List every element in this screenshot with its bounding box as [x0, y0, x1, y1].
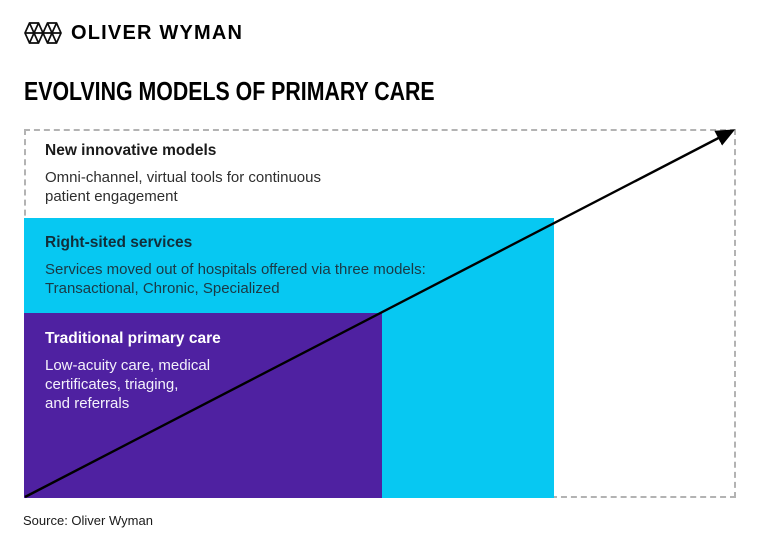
layer-heading: Traditional primary care: [45, 330, 221, 347]
traditional-primary-care-label: Traditional primary care Low-acuity care…: [45, 330, 221, 413]
layer-body-line: Services moved out of hospitals offered …: [45, 261, 426, 278]
page-title: EVOLVING MODELS OF PRIMARY CARE: [24, 76, 435, 106]
layer-body-line: Omni-channel, virtual tools for continuo…: [45, 169, 321, 186]
logo-text: OLIVER WYMAN: [71, 21, 244, 44]
layer-body-line: patient engagement: [45, 188, 178, 205]
innovative-models-label: New innovative models Omni-channel, virt…: [45, 142, 321, 206]
oliver-wyman-logo: OLIVER WYMAN: [24, 20, 243, 46]
layer-heading: Right-sited services: [45, 234, 193, 251]
layer-body-line: Low-acuity care, medical: [45, 357, 211, 374]
layer-body-line: Transactional, Chronic, Specialized: [45, 280, 280, 297]
right-sited-services-label: Right-sited services Services moved out …: [45, 234, 426, 298]
layer-body-line: and referrals: [45, 395, 130, 412]
source-note: Source: Oliver Wyman: [23, 513, 153, 528]
layer-body-line: certificates, triaging,: [45, 376, 179, 393]
oliver-wyman-logo-icon: [24, 22, 62, 44]
layer-heading: New innovative models: [45, 142, 217, 159]
